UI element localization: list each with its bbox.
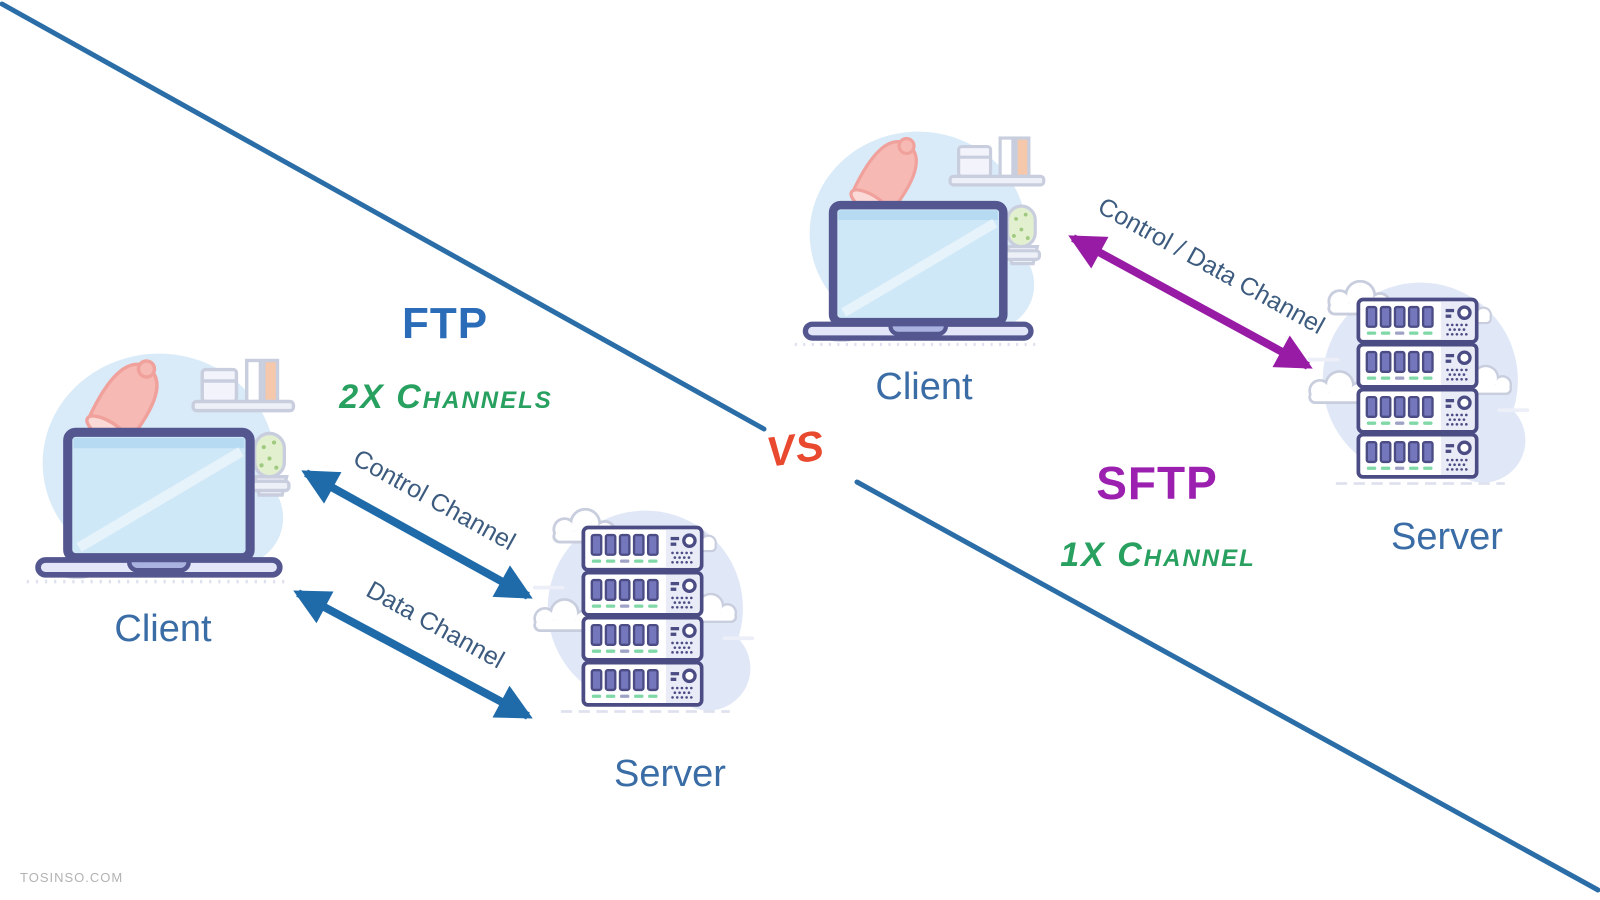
ftp-server-illustration: [525, 490, 760, 734]
sftp-client-illustration: [782, 104, 1048, 370]
sftp-client-label: Client: [875, 366, 973, 408]
sftp-title: SFTP: [1096, 457, 1218, 509]
ftp-title: FTP: [401, 299, 489, 348]
vs-label: VS: [763, 421, 828, 476]
sftp-server-illustration: [1300, 262, 1535, 506]
ftp-data-channel-label: Data Channel: [361, 575, 509, 675]
sftp-channels-note: 1X Channel: [1060, 536, 1256, 574]
ftp-channels-note: 2X Channels: [339, 378, 553, 416]
watermark: TOSINSO.COM: [20, 870, 124, 885]
ftp-control-channel-label: Control Channel: [348, 444, 521, 557]
ftp-client-illustration: [13, 324, 298, 609]
ftp-server-label: Server: [614, 753, 726, 795]
sftp-server-label: Server: [1391, 516, 1503, 558]
ftp-client-label: Client: [114, 608, 212, 650]
